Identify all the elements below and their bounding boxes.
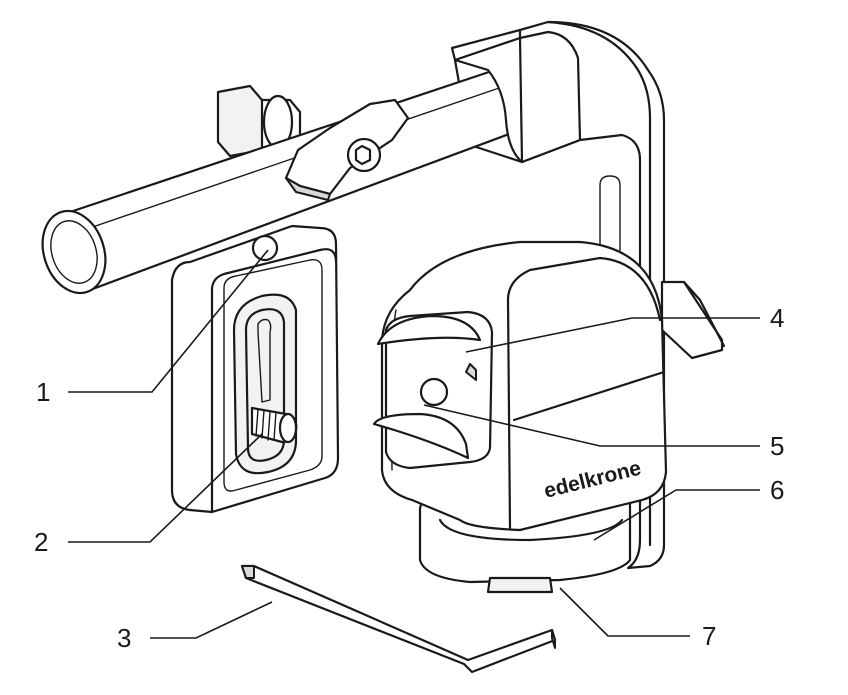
leader-1	[68, 249, 269, 393]
leader-6	[593, 489, 760, 541]
wedge-lever	[660, 280, 726, 360]
callout-4: 4	[770, 303, 784, 333]
leader-lines	[68, 249, 760, 639]
callout-2: 2	[34, 527, 48, 557]
callout-5: 5	[770, 431, 784, 461]
callout-6: 6	[770, 475, 784, 505]
leader-3	[150, 601, 273, 639]
rod-clamp-post	[216, 84, 302, 158]
callout-1: 1	[36, 377, 50, 407]
leader-2	[68, 433, 263, 543]
captive-screw	[250, 406, 298, 444]
hex-key	[240, 564, 557, 674]
quick-release-plate	[170, 224, 340, 514]
callout-3: 3	[117, 623, 131, 653]
callout-7: 7	[702, 621, 716, 651]
cam-lever	[284, 98, 410, 201]
bracket-sleeve	[453, 30, 582, 164]
dovetail-mount	[372, 310, 494, 470]
leader-4	[465, 317, 760, 353]
leader-5	[423, 404, 760, 447]
leader-7	[559, 587, 690, 637]
